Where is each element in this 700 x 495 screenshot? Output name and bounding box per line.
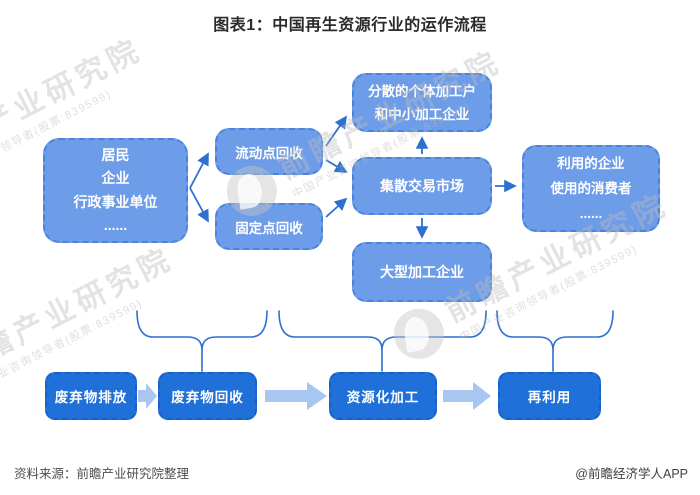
chart-title: 图表1：中国再生资源行业的运作流程 xyxy=(213,17,487,34)
arrow-mobile-to-scattered xyxy=(325,115,348,147)
arrow-mobile-to-market xyxy=(325,159,348,173)
stage-arrow-1 xyxy=(138,383,157,409)
arrow-source-to-fixed xyxy=(189,187,209,223)
node-scattered-line: 分散的个体加工户 xyxy=(368,83,476,99)
stage-arrow-3 xyxy=(443,382,491,410)
node-end-users: 利用的企业 使用的消费者 ...... xyxy=(522,145,660,232)
arrow-source-to-mobile xyxy=(189,152,209,189)
node-source-line: ...... xyxy=(103,217,128,233)
arrow-fixed-to-market xyxy=(325,197,348,218)
node-scattered-line: 和中小加工企业 xyxy=(374,106,470,122)
stage-braces xyxy=(136,310,614,372)
node-trading-market: 集散交易市场 xyxy=(352,157,492,215)
source-note: 资料来源：前瞻产业研究院整理 xyxy=(14,467,190,481)
node-scattered-processors: 分散的个体加工户 和中小加工企业 xyxy=(352,73,492,132)
stage-resource-processing: 资源化加工 xyxy=(329,372,437,420)
node-source-line: 企业 xyxy=(101,170,130,186)
app-credit: @前瞻经济学人APP xyxy=(575,467,688,481)
node-source-line: 行政事业单位 xyxy=(73,193,158,210)
node-source-line: 居民 xyxy=(101,146,130,163)
node-mobile-recycle: 流动点回收 xyxy=(215,128,323,175)
node-source: 居民 企业 行政事业单位 ...... xyxy=(43,138,188,243)
stage-reuse: 再利用 xyxy=(498,372,601,420)
node-large-processors: 大型加工企业 xyxy=(352,242,492,302)
stage-waste-recycle: 废弃物回收 xyxy=(158,372,257,420)
node-fixed-recycle: 固定点回收 xyxy=(215,203,323,250)
stage-arrow-2 xyxy=(265,382,327,410)
stage-fat-arrows xyxy=(138,382,491,410)
flow-arrows xyxy=(189,115,517,239)
node-users-line: 使用的消费者 xyxy=(550,181,632,196)
stage-waste-discharge: 废弃物排放 xyxy=(45,372,137,420)
brace-recycle xyxy=(136,310,268,372)
node-users-line: 利用的企业 xyxy=(557,156,625,171)
brace-processing xyxy=(278,310,487,372)
brace-reuse xyxy=(496,310,614,372)
node-users-line: ...... xyxy=(579,206,603,221)
